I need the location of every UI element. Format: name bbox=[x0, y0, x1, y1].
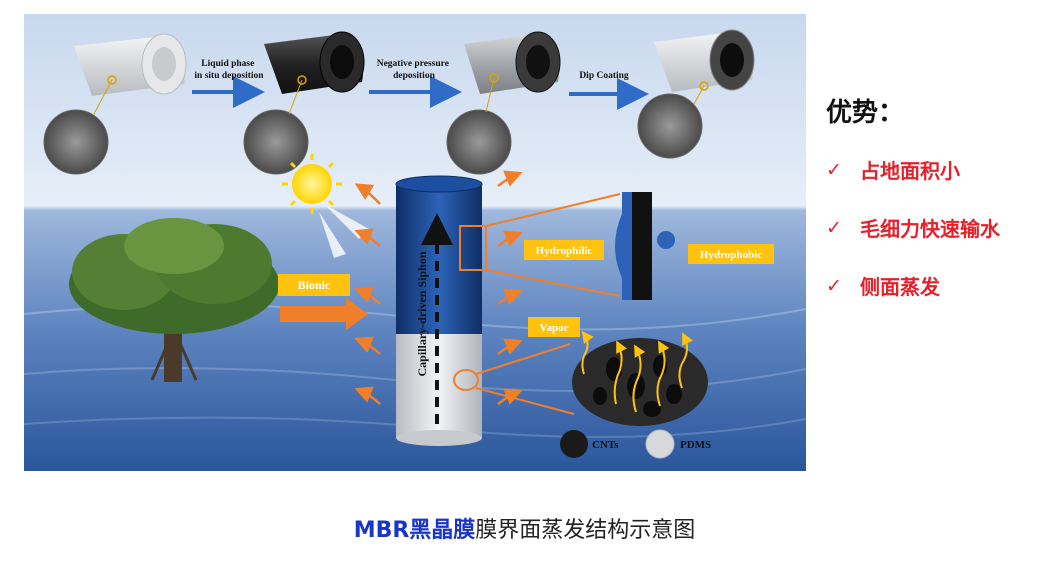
advantage-text: 占地面积小 bbox=[860, 159, 960, 183]
zoom-box-upper bbox=[459, 225, 487, 271]
bionic-label: Bionic bbox=[298, 278, 331, 292]
advantage-item: ✓ 毛细力快速输水 bbox=[826, 213, 1041, 242]
check-icon: ✓ bbox=[826, 216, 842, 239]
advantage-item: ✓ 侧面蒸发 bbox=[826, 271, 1041, 300]
legend-pdms-label: PDMS bbox=[680, 439, 711, 451]
step-label-2: Negative pressure deposition bbox=[377, 59, 452, 81]
membrane-evaporation-diagram: Liquid phase in situ deposition Negative… bbox=[24, 14, 806, 471]
vapor-label: Vapor bbox=[540, 322, 569, 334]
sem-image-1 bbox=[43, 109, 109, 175]
advantage-item: ✓ 占地面积小 bbox=[826, 155, 1041, 184]
step-label-3: Dip Coating bbox=[579, 71, 629, 81]
porous-structure bbox=[572, 338, 708, 426]
siphon-label: Capillary-driven Siphon bbox=[415, 251, 429, 376]
bionic-arrow bbox=[280, 298, 368, 330]
legend: CNTs PDMS bbox=[560, 429, 711, 459]
membrane-cross-section bbox=[615, 192, 675, 300]
tube-negative-pressure bbox=[464, 31, 561, 94]
hydrophilic-label: Hydrophilic bbox=[536, 245, 593, 257]
vapor-arrows bbox=[581, 330, 693, 413]
sem-image-3 bbox=[446, 109, 512, 175]
step-label-1: Liquid phase in situ deposition bbox=[194, 59, 264, 81]
water-droplet bbox=[657, 231, 675, 249]
advantage-text: 侧面蒸发 bbox=[860, 275, 940, 299]
advantages-title: 优势： bbox=[826, 98, 905, 128]
tree-illustration bbox=[69, 218, 279, 382]
caption-rest: 膜界面蒸发结构示意图 bbox=[475, 518, 696, 543]
figure-caption: MBR黑晶膜膜界面蒸发结构示意图 bbox=[0, 512, 1049, 544]
check-icon: ✓ bbox=[826, 274, 842, 297]
evaporation-arrows bbox=[354, 170, 523, 405]
advantage-text: 毛细力快速输水 bbox=[860, 217, 1000, 241]
tube-cnt-deposited bbox=[264, 31, 365, 94]
zoom-circle-lower bbox=[453, 369, 479, 391]
legend-pdms-swatch bbox=[645, 429, 675, 459]
tube-pristine bbox=[74, 33, 187, 96]
tube-pdms-coated bbox=[654, 29, 755, 92]
hydrophobic-label: Hydrophobic bbox=[700, 249, 762, 261]
advantages-panel: 优势： ✓ 占地面积小 ✓ 毛细力快速输水 ✓ 侧面蒸发 bbox=[826, 92, 1041, 329]
sem-image-2 bbox=[243, 109, 309, 175]
check-icon: ✓ bbox=[826, 158, 842, 181]
caption-highlight: MBR黑晶膜 bbox=[353, 518, 476, 543]
legend-cnts-label: CNTs bbox=[592, 439, 619, 451]
sem-image-4 bbox=[637, 93, 703, 159]
legend-cnts-swatch bbox=[560, 430, 588, 458]
